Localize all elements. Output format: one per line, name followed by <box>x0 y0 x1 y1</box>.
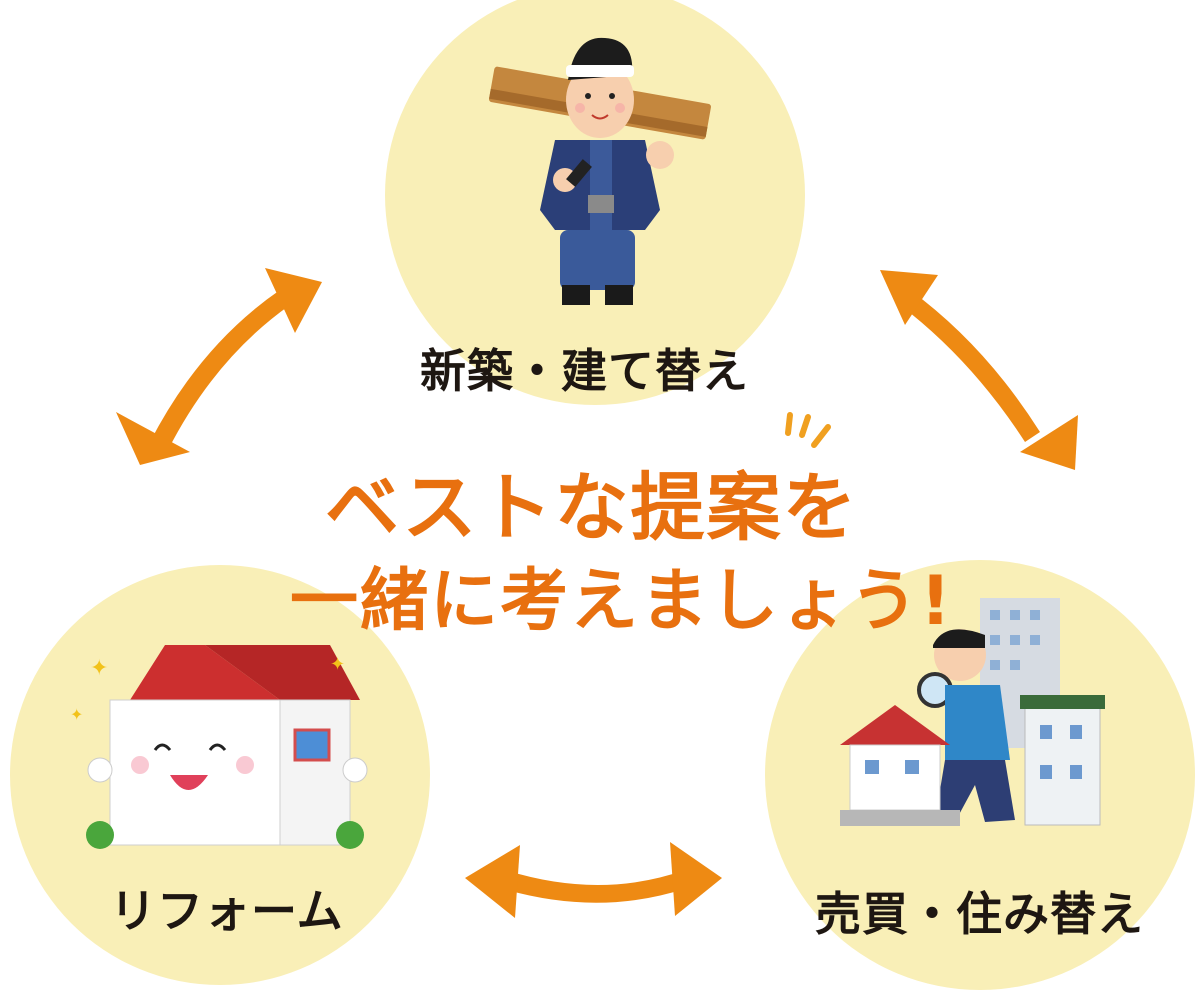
node-label-trade: 売買・住み替え <box>815 887 1144 941</box>
carpenter-icon <box>489 37 711 305</box>
svg-text:✦: ✦ <box>90 656 108 681</box>
node-label-new-build: 新築・建て替え <box>420 344 749 398</box>
svg-text:✦: ✦ <box>70 705 83 724</box>
smiling-house-icon: ✦ ✦ ✦ <box>70 645 368 849</box>
house-search-icon <box>840 598 1105 826</box>
headline-line1: ベストな提案を <box>325 465 859 551</box>
svg-text:✦: ✦ <box>330 654 345 675</box>
headline-line2: 一緒に考えましょう! <box>290 562 954 641</box>
sparkle-icon <box>785 412 831 448</box>
node-label-reform: リフォーム <box>110 884 344 938</box>
